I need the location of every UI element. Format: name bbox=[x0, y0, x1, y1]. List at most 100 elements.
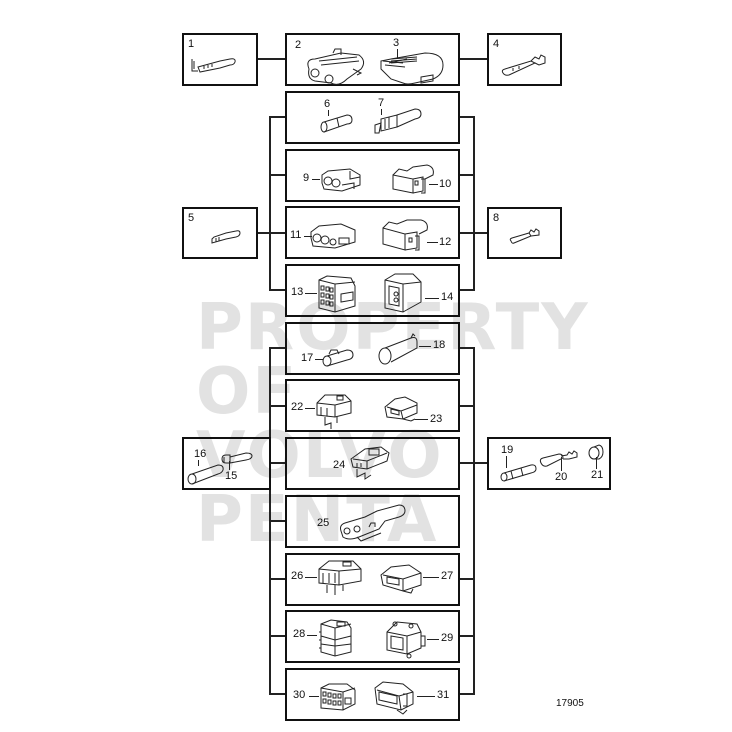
part-box-1: 1 bbox=[182, 33, 258, 86]
part-box-13-14: 13 14 bbox=[285, 264, 460, 317]
part-number: 23 bbox=[430, 413, 443, 425]
part-number: 21 bbox=[591, 469, 604, 481]
part-number: 9 bbox=[303, 172, 310, 184]
housing-31-icon bbox=[373, 680, 419, 721]
connector-line bbox=[459, 693, 475, 695]
part-box-6-7: 6 7 bbox=[285, 91, 460, 144]
housing-29-icon bbox=[383, 618, 427, 665]
housing-9-icon bbox=[320, 165, 364, 200]
part-number: 31 bbox=[437, 689, 450, 701]
terminal-15-icon bbox=[220, 451, 256, 472]
part-number: 17 bbox=[301, 352, 314, 364]
part-number: 22 bbox=[291, 401, 304, 413]
part-number: 2 bbox=[295, 39, 302, 51]
connector-line bbox=[459, 232, 487, 234]
part-number: 19 bbox=[501, 444, 514, 456]
part-number: 25 bbox=[317, 517, 330, 529]
housing-14-icon bbox=[383, 272, 425, 319]
connector-line bbox=[269, 520, 285, 522]
figure-number: 17905 bbox=[556, 698, 584, 709]
connector-line bbox=[459, 347, 475, 349]
terminal-5-icon bbox=[210, 229, 242, 250]
part-number: 5 bbox=[188, 212, 195, 224]
terminal-8-icon bbox=[509, 227, 543, 250]
part-box-5: 5 bbox=[182, 207, 258, 259]
part-box-2-3: 2 3 bbox=[285, 33, 460, 86]
housing-24-icon bbox=[347, 445, 397, 488]
leader-line bbox=[312, 179, 320, 180]
part-box-25: 25 bbox=[285, 495, 460, 548]
part-number: 26 bbox=[291, 570, 304, 582]
connector-line bbox=[269, 116, 285, 118]
housing-13-icon bbox=[317, 274, 359, 319]
part-number: 28 bbox=[293, 628, 306, 640]
leader-line bbox=[305, 577, 317, 578]
terminal-20-icon bbox=[539, 450, 581, 474]
plug-25-icon bbox=[337, 503, 413, 548]
sleeve-16-icon bbox=[186, 461, 226, 490]
connector-line bbox=[269, 578, 285, 580]
housing-22-icon bbox=[315, 391, 355, 436]
connector-line bbox=[269, 174, 285, 176]
part-box-26-27: 26 27 bbox=[285, 553, 460, 606]
part-number: 24 bbox=[333, 459, 346, 471]
leader-line bbox=[304, 236, 312, 237]
part-box-4: 4 bbox=[487, 33, 562, 86]
leader-line bbox=[198, 460, 199, 466]
leader-line bbox=[427, 242, 438, 243]
terminal-socket-icon bbox=[501, 53, 551, 82]
leader-line bbox=[229, 461, 230, 470]
sleeve-19-icon bbox=[499, 461, 539, 488]
sleeve-18-icon bbox=[377, 332, 421, 371]
part-box-8: 8 bbox=[487, 207, 562, 259]
part-number: 18 bbox=[433, 339, 446, 351]
housing-11-icon bbox=[309, 220, 359, 257]
housing-23-icon bbox=[383, 393, 423, 430]
part-number: 15 bbox=[225, 470, 238, 482]
leader-line bbox=[423, 577, 439, 578]
connector-line bbox=[459, 58, 487, 60]
housing-27-icon bbox=[379, 563, 425, 602]
leader-line bbox=[328, 110, 329, 116]
connector-housing-2-icon bbox=[301, 47, 373, 92]
connector-line bbox=[269, 462, 285, 464]
part-box-16-15: 16 15 bbox=[182, 437, 271, 490]
part-number: 3 bbox=[393, 37, 400, 49]
connector-line bbox=[459, 578, 475, 580]
terminal-sleeve-7-icon bbox=[373, 107, 423, 140]
part-number: 7 bbox=[378, 97, 385, 109]
leader-line bbox=[415, 419, 428, 420]
connector-line bbox=[459, 462, 487, 464]
housing-12-icon bbox=[381, 218, 431, 259]
part-box-28-29: 28 29 bbox=[285, 610, 460, 663]
leader-line bbox=[419, 346, 431, 347]
leader-line bbox=[506, 456, 507, 468]
part-box-9-10: 9 10 bbox=[285, 149, 460, 202]
leader-line bbox=[427, 639, 439, 640]
sleeve-6-icon bbox=[319, 111, 355, 138]
housing-17-icon bbox=[321, 344, 357, 375]
part-number: 16 bbox=[194, 448, 207, 460]
housing-30-icon bbox=[319, 682, 359, 717]
leader-line bbox=[305, 293, 317, 294]
part-box-11-12: 11 12 bbox=[285, 206, 460, 259]
bus-line-right-upper bbox=[473, 116, 475, 291]
connector-line bbox=[269, 693, 285, 695]
part-number: 10 bbox=[439, 178, 452, 190]
housing-26-icon bbox=[317, 559, 365, 606]
leader-line bbox=[381, 109, 382, 115]
leader-line bbox=[417, 696, 435, 697]
connector-line bbox=[269, 635, 285, 637]
leader-line bbox=[309, 696, 319, 697]
connector-line bbox=[459, 635, 475, 637]
leader-line bbox=[596, 457, 597, 469]
connector-line bbox=[459, 405, 475, 407]
seal-21-icon bbox=[587, 443, 605, 466]
connector-line bbox=[459, 174, 475, 176]
connector-line bbox=[257, 58, 285, 60]
connector-line bbox=[459, 116, 475, 118]
part-number: 14 bbox=[441, 291, 454, 303]
part-number: 20 bbox=[555, 471, 568, 483]
connector-line bbox=[257, 232, 285, 234]
part-number: 30 bbox=[293, 689, 306, 701]
